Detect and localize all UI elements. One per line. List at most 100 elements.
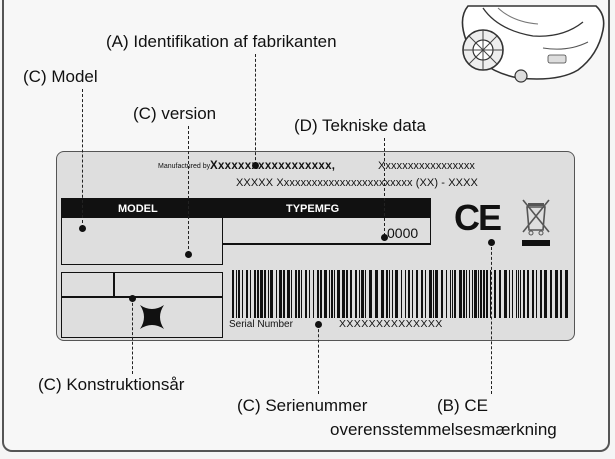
dot-ce	[487, 238, 495, 246]
barcode-bar	[454, 270, 456, 318]
barcode-bar	[469, 270, 470, 318]
barcode-bar	[283, 270, 285, 318]
barcode-bar	[257, 270, 259, 318]
plate-year-box	[61, 272, 223, 338]
barcode-bar	[276, 270, 277, 318]
barcode-bar	[232, 270, 234, 318]
label-identification: (A) Identifikation af fabrikanten	[106, 32, 337, 51]
four-point-star-icon	[140, 305, 164, 329]
dot-year	[128, 294, 136, 302]
plate-header-bar	[61, 198, 431, 218]
barcode-bar	[301, 270, 302, 318]
barcode-bar	[499, 270, 501, 318]
leader-model	[82, 89, 83, 228]
barcode-bar	[264, 270, 266, 318]
barcode-bar	[527, 270, 529, 318]
label-model: (C) Model	[23, 67, 98, 86]
barcode-bar	[446, 270, 447, 318]
barcode-bar	[238, 270, 240, 318]
barcode-bar	[452, 270, 453, 318]
barcode-bar	[412, 270, 413, 318]
barcode-bar	[246, 270, 248, 318]
barcode-bar	[254, 270, 256, 318]
barcode-bar	[389, 270, 390, 318]
dot-technical	[380, 233, 388, 241]
barcode-bar	[486, 270, 488, 318]
barcode-bar	[433, 270, 434, 318]
barcode-bar	[480, 270, 482, 318]
barcode-bar	[429, 270, 432, 318]
barcode-bar	[242, 270, 243, 318]
barcode-bar	[472, 270, 473, 318]
plate-serial-value: XXXXXXXXXXXXXX	[339, 318, 443, 330]
plate-serial-label: Serial Number	[229, 319, 293, 330]
barcode-bar	[450, 270, 451, 318]
leader-technical	[384, 138, 385, 236]
dot-serial	[314, 320, 322, 328]
barcode-bar	[331, 270, 333, 318]
leader-serial	[318, 324, 319, 394]
crossed-bin-icon	[522, 199, 550, 246]
barcode-bar	[520, 270, 521, 318]
barcode-bar	[544, 270, 547, 318]
barcode-bar	[408, 270, 410, 318]
label-ce-line1: (B) CE	[437, 396, 488, 415]
barcode-bar	[298, 270, 300, 318]
barcode-bar	[375, 270, 378, 318]
plate-manufacturer-address1: Xxxxxxxxxxxxxxxxx	[378, 160, 476, 172]
barcode-bar	[236, 270, 237, 318]
barcode-bar	[365, 270, 366, 318]
dot-identification	[251, 161, 259, 169]
barcode-bar	[317, 270, 319, 318]
label-year: (C) Konstruktionsår	[38, 375, 185, 394]
plate-type-value: 0000	[387, 225, 419, 241]
barcode-bar	[334, 270, 335, 318]
barcode-bar	[250, 270, 251, 318]
barcode-bar	[329, 270, 330, 318]
barcode-bar	[268, 270, 269, 318]
barcode-bar	[483, 270, 485, 318]
barcode-bar	[550, 270, 552, 318]
barcode-bar	[536, 270, 537, 318]
plate-model-header: MODEL	[118, 203, 158, 215]
dot-version	[184, 250, 192, 258]
barcode-bar	[512, 270, 513, 318]
barcode-bar	[346, 270, 348, 318]
dot-model	[78, 224, 86, 232]
barcode-bar	[313, 270, 314, 318]
barcode-bar	[361, 270, 364, 318]
barcode-bar	[395, 270, 398, 318]
barcode-bar	[279, 270, 282, 318]
barcode-bar	[494, 270, 496, 318]
barcode-bar	[305, 270, 307, 318]
barcode-bar	[565, 270, 568, 318]
barcode-bar	[463, 270, 465, 318]
barcode-bar	[381, 270, 384, 318]
barcode-bar	[337, 270, 340, 318]
barcode-bar	[490, 270, 491, 318]
plate-manufacturer-name: Xxxxxxxxxxxxxxxxxx,	[210, 160, 336, 172]
barcode-bar	[540, 270, 542, 318]
barcode	[232, 270, 568, 318]
barcode-bar	[260, 270, 263, 318]
barcode-bar	[369, 270, 372, 318]
barcode-bar	[459, 270, 462, 318]
barcode-bar	[509, 270, 510, 318]
barcode-bar	[555, 270, 558, 318]
barcode-bar	[518, 270, 519, 318]
barcode-bar	[401, 270, 402, 318]
leader-version	[188, 126, 189, 254]
barcode-bar	[342, 270, 345, 318]
leader-year	[132, 298, 133, 374]
barcode-bar	[392, 270, 393, 318]
barcode-bar	[516, 270, 517, 318]
barcode-bar	[287, 270, 290, 318]
barcode-bar	[523, 270, 525, 318]
robot-lawnmower-icon	[461, 5, 605, 83]
barcode-bar	[291, 270, 292, 318]
barcode-bar	[425, 270, 426, 318]
label-technical: (D) Tekniske data	[294, 116, 426, 135]
plate-manufacturer-address2: XXXXX Xxxxxxxxxxxxxxxxxxxxxxxx (XX) - XX…	[236, 177, 478, 189]
plate-ce-mark: CE	[454, 197, 502, 238]
label-serial: (C) Serienummer	[237, 396, 368, 415]
